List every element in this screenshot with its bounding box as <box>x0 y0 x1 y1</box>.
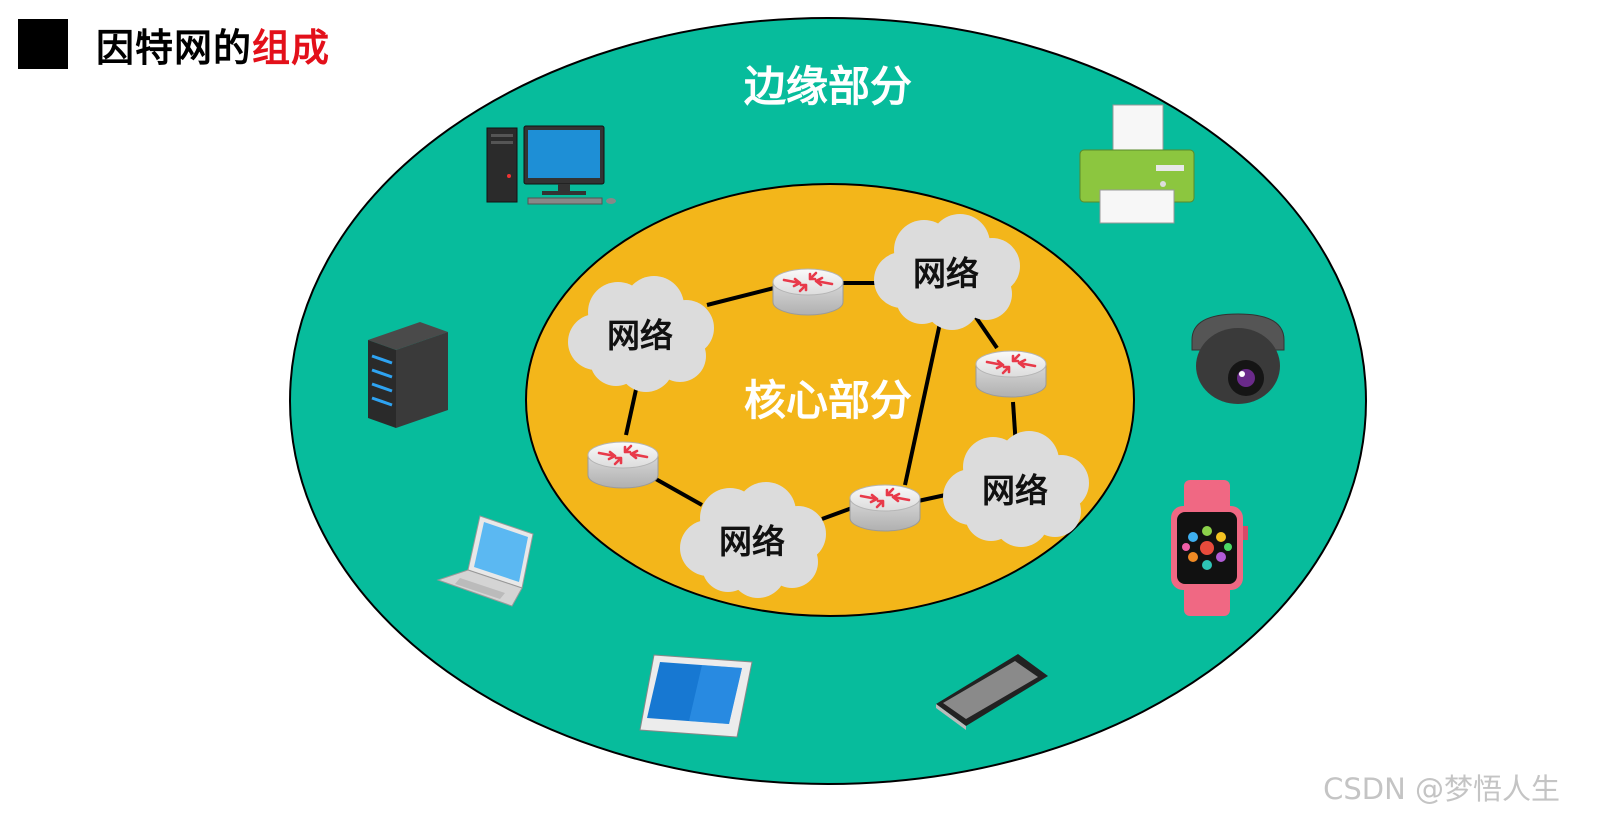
server-icon <box>368 322 448 428</box>
core-label: 核心部分 <box>744 376 912 425</box>
network-cloud: 网络 <box>680 482 826 598</box>
internet-diagram: 边缘部分 核心部分 网络 网络 网络 网络 <box>289 17 1367 785</box>
network-cloud: 网络 <box>568 276 714 392</box>
laptop-icon <box>436 515 534 607</box>
router-icon <box>771 267 845 317</box>
smartphone-icon <box>936 654 1048 730</box>
desktop-computer-icon <box>486 125 616 205</box>
network-label: 网络 <box>719 522 785 561</box>
network-label: 网络 <box>913 254 979 293</box>
camera-icon <box>1191 313 1285 404</box>
title-bullet-square <box>18 19 68 69</box>
core-links <box>624 281 1018 521</box>
page-title: 因特网的组成 <box>18 18 330 70</box>
smartwatch-icon <box>1171 480 1248 616</box>
router-icon <box>848 483 922 533</box>
network-cloud: 网络 <box>943 431 1089 547</box>
edge-label: 边缘部分 <box>744 62 912 111</box>
watermark: CSDN @梦悟人生 <box>1323 772 1560 806</box>
network-label: 网络 <box>982 471 1048 510</box>
router-icon <box>974 349 1048 399</box>
tablet-icon <box>639 654 753 738</box>
network-cloud: 网络 <box>874 214 1020 330</box>
printer-icon <box>1079 104 1195 224</box>
title-accent-text: 组成 <box>252 25 331 70</box>
router-icon <box>586 440 660 490</box>
title-text: 因特网的 <box>96 25 253 70</box>
network-label: 网络 <box>607 316 673 355</box>
